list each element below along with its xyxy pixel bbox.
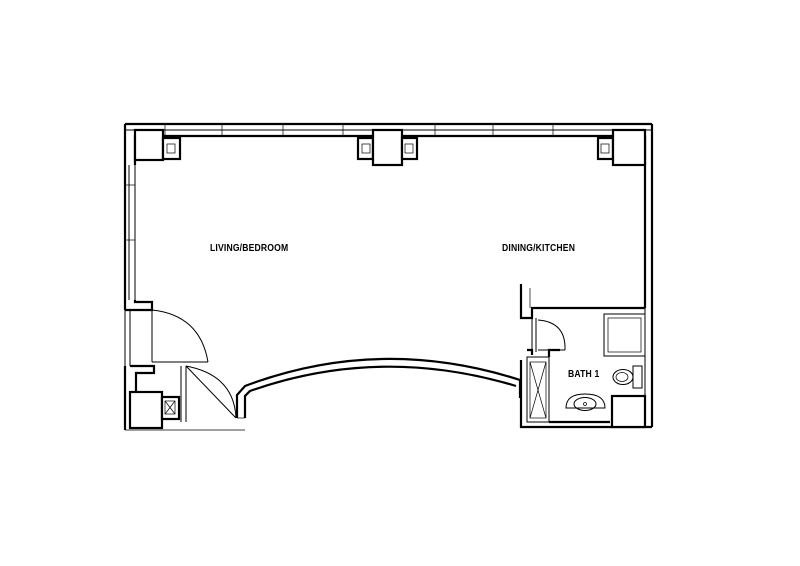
column-bottom-left xyxy=(128,390,181,430)
room-label-living-bedroom: LIVING/BEDROOM xyxy=(210,242,289,254)
bath-door-swing xyxy=(531,318,566,352)
kitchen-partition xyxy=(519,284,645,320)
entry-door-swing xyxy=(151,309,209,363)
closet-door-swing xyxy=(185,365,237,419)
column-bottom-right xyxy=(610,394,647,429)
bathroom xyxy=(519,348,652,429)
toilet-icon xyxy=(612,365,643,389)
curved-wall xyxy=(235,357,522,419)
column-top-center xyxy=(356,128,419,167)
linen-closet xyxy=(603,313,646,357)
shower-icon xyxy=(529,361,547,419)
sink-icon xyxy=(565,393,606,411)
room-label-dining-kitchen: DINING/KITCHEN xyxy=(502,242,576,254)
entry-walls xyxy=(123,310,245,431)
column-top-left xyxy=(133,128,182,162)
column-top-right xyxy=(596,128,647,167)
room-label-bath: BATH 1 xyxy=(568,368,600,380)
right-wall xyxy=(643,124,654,427)
